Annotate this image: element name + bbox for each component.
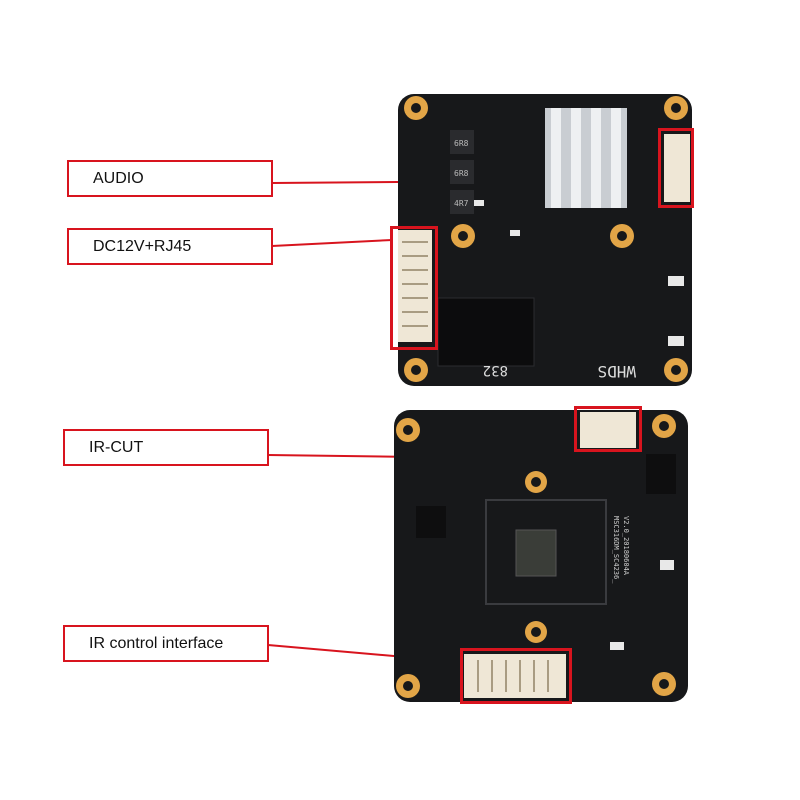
audio-label: AUDIO: [67, 160, 273, 197]
dc12v-rj45-label-text: DC12V+RJ45: [93, 237, 192, 255]
board-silkscreen-model: 832: [483, 362, 508, 378]
inductor-label-c: 4R7: [454, 199, 469, 208]
ir-cut-label-text: IR-CUT: [89, 438, 144, 456]
audio-connector-highlight: [658, 128, 694, 208]
ir-control-interface-label-text: IR control interface: [89, 634, 224, 652]
ir-control-connector-highlight: [460, 648, 572, 704]
dc12v-leader-line: [271, 239, 393, 247]
dc12v-rj45-label: DC12V+RJ45: [67, 228, 273, 265]
chip-silkscreen-line-2: V2.0_20180604A: [622, 516, 630, 576]
ir-control-interface-label: IR control interface: [63, 625, 269, 662]
ircut-connector-highlight: [574, 406, 642, 452]
ir-cut-label: IR-CUT: [63, 429, 269, 466]
audio-label-text: AUDIO: [93, 169, 144, 187]
heat-sink: [545, 108, 627, 208]
board-silkscreen-name: WHDS: [597, 362, 636, 381]
dc12v-rj45-connector-highlight: [390, 226, 438, 350]
chip-silkscreen-line-1: MSC316DM_SC4236_: [612, 516, 620, 584]
inductor-label-b: 6R8: [454, 169, 469, 178]
inductor-label-a: 6R8: [454, 139, 469, 148]
